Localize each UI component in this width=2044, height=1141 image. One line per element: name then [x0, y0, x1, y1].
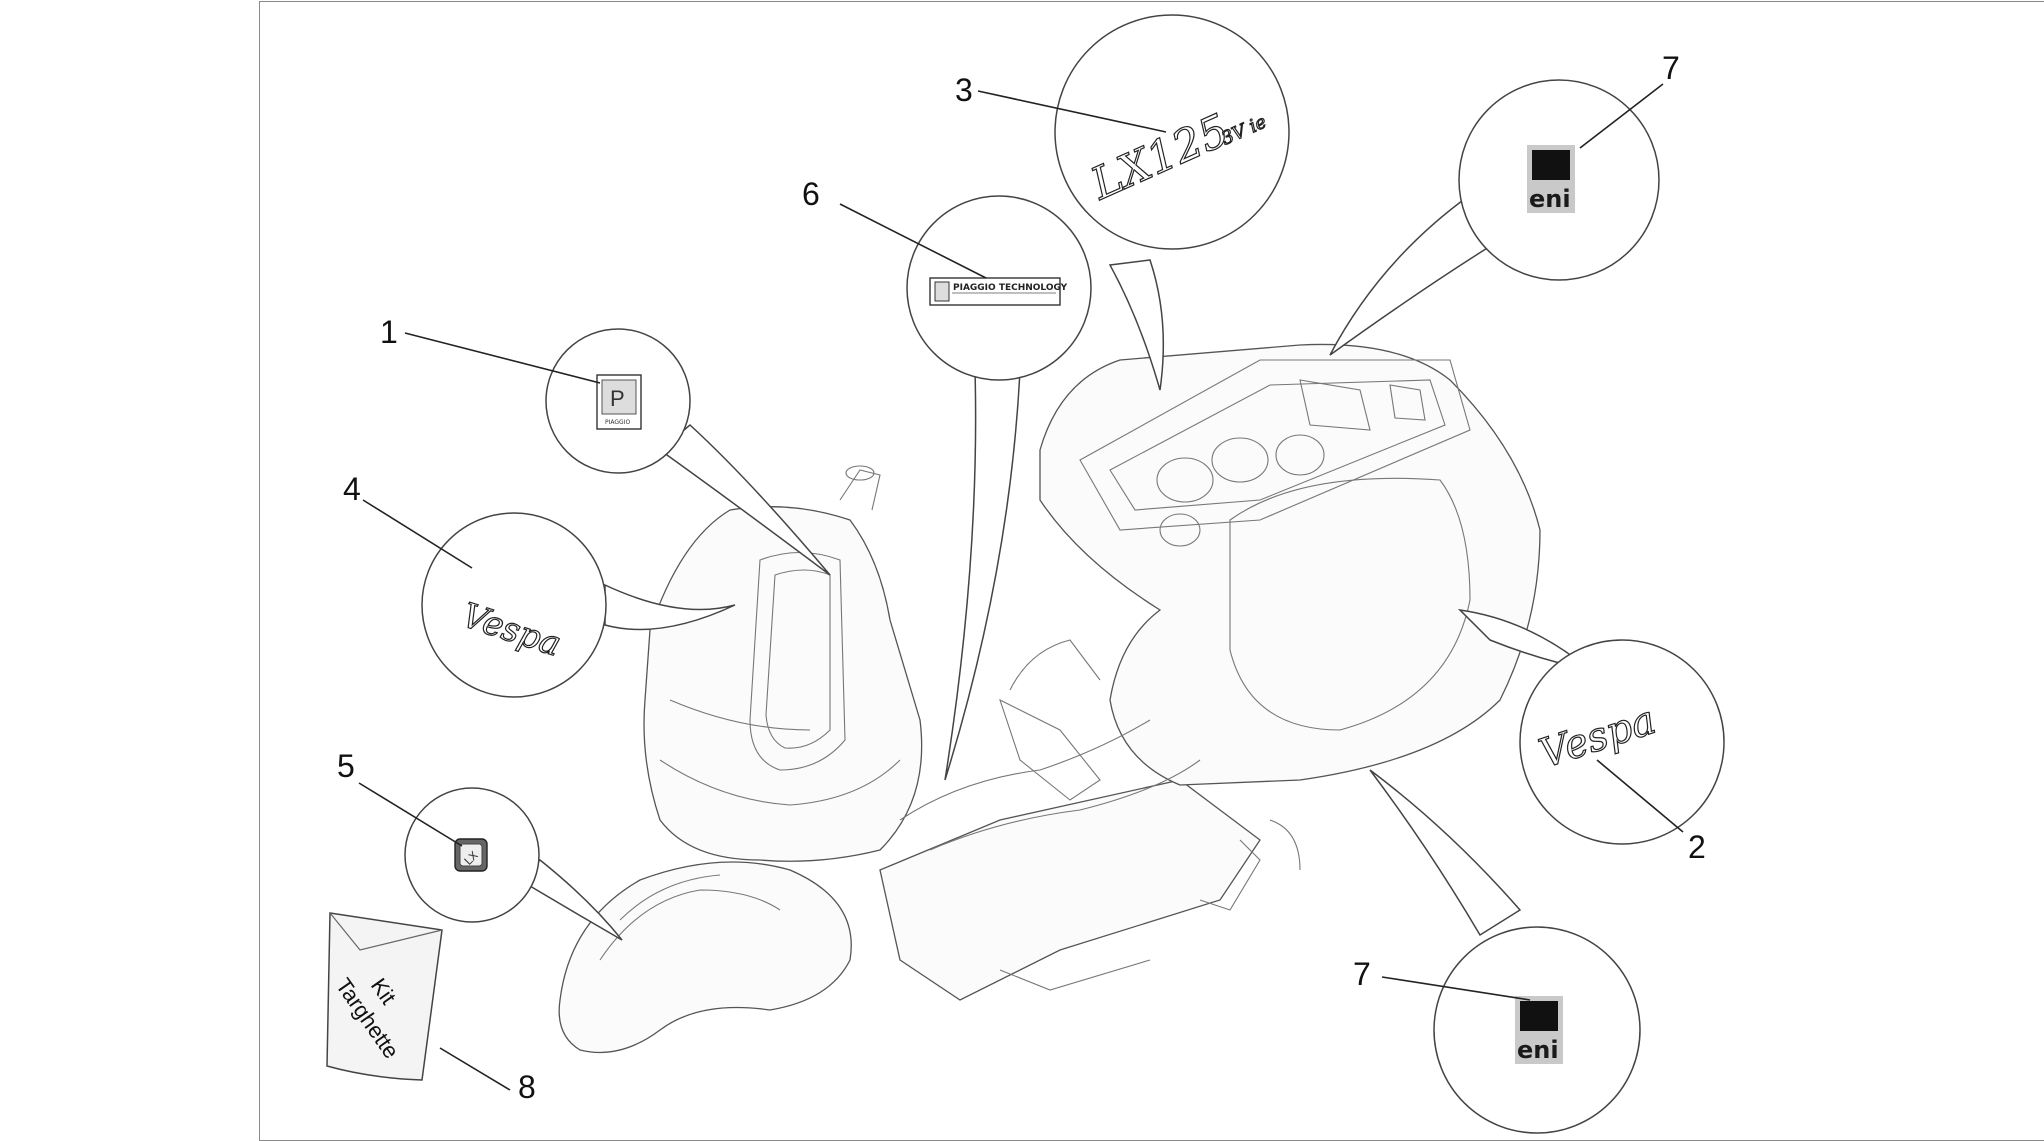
- kit-bag: Kit Targhette: [326, 912, 443, 1081]
- decal-lx-badge: LX: [454, 838, 488, 872]
- piaggio-small-text: PIAGGIO: [605, 419, 630, 426]
- leader-lines: [358, 83, 1684, 1091]
- callout-numbers: 1 2 3 4 5 6 7 7 8: [337, 50, 1706, 1105]
- callout-7-top: 7: [1662, 50, 1680, 86]
- decal-piaggio-logo: P PIAGGIO: [596, 374, 642, 430]
- decal-eni-top: eni: [1527, 145, 1575, 213]
- decal-tech-plate: PIAGGIO TECHNOLOGY: [929, 277, 1068, 306]
- piaggio-letter: P: [610, 386, 625, 411]
- callout-4: 4: [343, 471, 361, 507]
- scooter-body: [558, 343, 1541, 1054]
- callout-8: 8: [518, 1069, 536, 1105]
- bubble-model-badge: LX125 3V ie: [1054, 14, 1290, 391]
- tech-plate-text: PIAGGIO TECHNOLOGY: [953, 283, 1068, 293]
- bubble-tech-plate: PIAGGIO TECHNOLOGY: [906, 195, 1092, 781]
- bubble-eni-bottom: eni: [1369, 769, 1641, 1134]
- bubble-vespa-front: Vespa: [421, 512, 736, 698]
- callout-1: 1: [380, 314, 398, 350]
- bubble-eni-top: eni: [1329, 79, 1660, 356]
- callout-2: 2: [1688, 829, 1706, 865]
- callout-6: 6: [802, 176, 820, 212]
- bubble-lx-badge: LX: [404, 787, 623, 941]
- callout-7-bottom: 7: [1353, 956, 1371, 992]
- bubble-piaggio-logo: P PIAGGIO: [545, 328, 831, 576]
- decal-eni-bottom: eni: [1515, 996, 1563, 1064]
- eni-text-top: eni: [1529, 185, 1571, 213]
- callout-3: 3: [955, 72, 973, 108]
- eni-text-bottom: eni: [1517, 1036, 1559, 1064]
- bubble-vespa-side: Vespa: [1457, 608, 1725, 845]
- callout-5: 5: [337, 748, 355, 784]
